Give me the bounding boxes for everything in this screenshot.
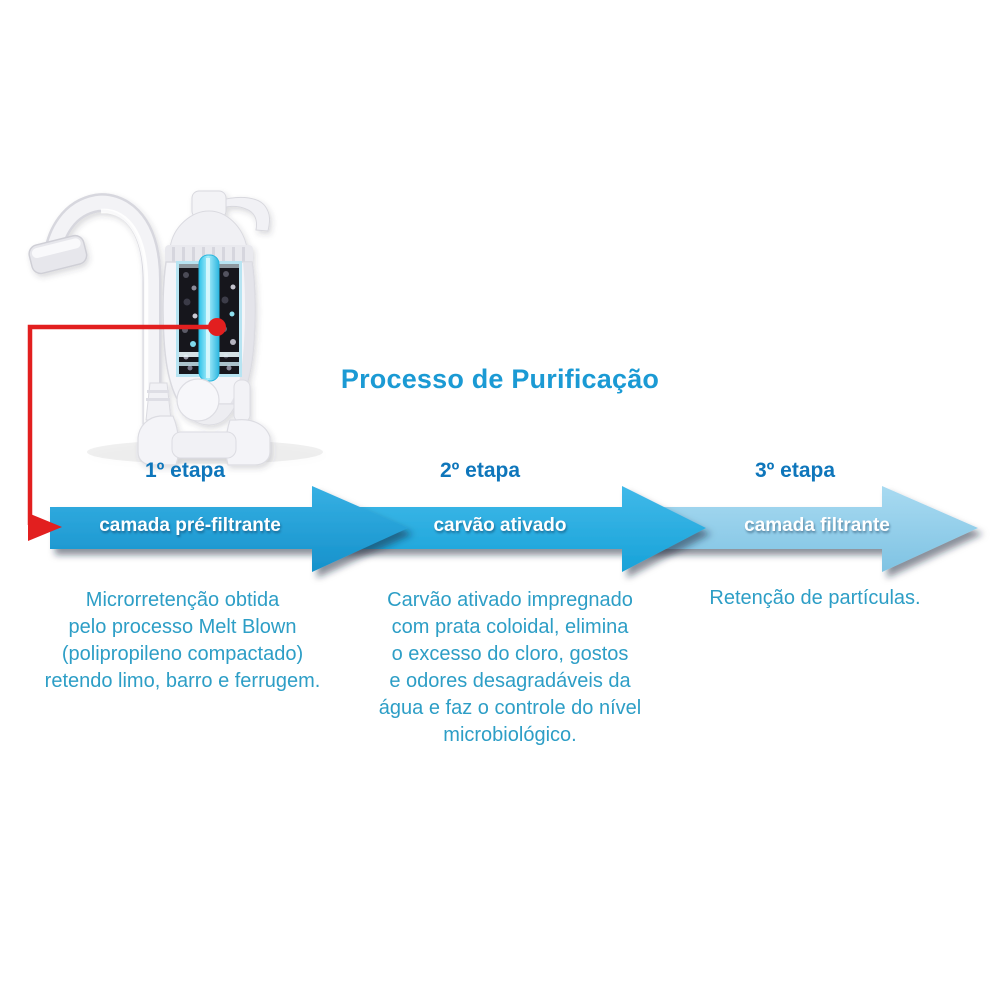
callout-line xyxy=(27,318,226,541)
callout-dot xyxy=(208,318,226,336)
stage-3-arrow-text: camada filtrante xyxy=(744,515,890,536)
stage-arrow-2 xyxy=(316,486,706,572)
stage-arrow-1 xyxy=(50,486,408,572)
process-arrows xyxy=(50,486,978,572)
filter-center-tube xyxy=(198,254,220,382)
page-title: Processo de Purificação xyxy=(340,364,660,394)
callout-arrowhead-icon xyxy=(28,513,62,541)
stage-2-label: 2º etapa xyxy=(439,459,521,482)
faucet-nozzle xyxy=(28,234,88,275)
stage-2-arrow-text: carvão ativado xyxy=(433,515,567,536)
stage-1-description: Microrretenção obtida pelo processo Melt… xyxy=(44,589,321,692)
faucet-filter-illustration xyxy=(28,190,323,466)
stage-3-description: Retenção de partículas. xyxy=(709,587,921,609)
filter-outlet-spout xyxy=(217,196,271,232)
stage-3-label: 3º etapa xyxy=(754,459,836,482)
stage-arrow-3 xyxy=(640,486,978,572)
stage-1-label: 1º etapa xyxy=(144,459,226,482)
faucet-icon xyxy=(28,193,162,442)
pipe-fittings xyxy=(137,378,271,466)
stage-2-description: Carvão ativado impregnado com prata colo… xyxy=(378,589,642,746)
stage-1-arrow-text: camada pré-filtrante xyxy=(99,515,281,536)
